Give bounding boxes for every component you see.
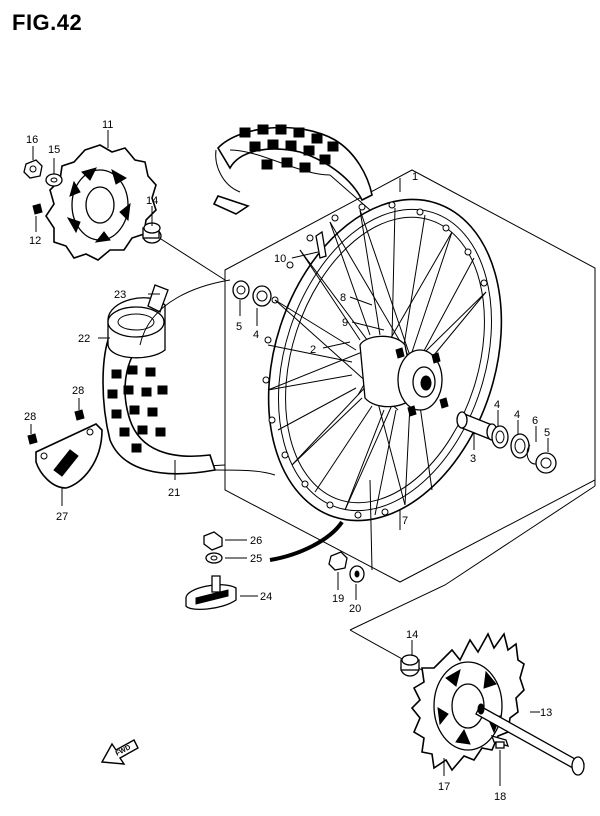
nut-icon: [328, 551, 348, 571]
callout-9: 9: [342, 317, 348, 329]
bolt-icon: [27, 433, 38, 445]
callout-23: 23: [114, 289, 126, 301]
callout-20: 20: [349, 603, 361, 615]
washer-icon: [205, 552, 223, 564]
collar-icon: [400, 654, 420, 677]
rim-lock-line: [269, 520, 344, 562]
valve-icon: [185, 575, 237, 611]
lower-assembly-outline: [349, 485, 596, 631]
callout-12: 12: [29, 235, 41, 247]
callout-21: 21: [168, 487, 180, 499]
bolt-icon: [74, 409, 85, 421]
washer-icon: [349, 565, 365, 583]
nut-icon: [203, 531, 223, 551]
wheel-icon: [262, 198, 503, 522]
leader-line: [291, 251, 319, 259]
leader-line: [149, 231, 226, 281]
callout-18: 18: [494, 791, 506, 803]
callout-24: 24: [260, 591, 272, 603]
callout-15: 15: [48, 144, 60, 156]
bolt-icon: [490, 735, 510, 749]
spacer-icon: [456, 411, 498, 441]
callout-11: 11: [102, 119, 113, 131]
collar-icon: [142, 222, 162, 244]
leader-line: [351, 321, 385, 331]
leader-line: [369, 479, 373, 571]
callout-3: 3: [470, 453, 476, 465]
callout-4: 4: [514, 409, 520, 421]
callout-8: 8: [340, 292, 346, 304]
callout-5: 5: [236, 321, 242, 333]
callout-22: 22: [78, 333, 90, 345]
bearing-icon: [491, 425, 509, 449]
callout-19: 19: [332, 593, 344, 605]
axle-icon: [475, 703, 585, 776]
nipple-icon: [315, 230, 327, 259]
callout-27: 27: [56, 511, 68, 523]
bolt-icon: [32, 203, 43, 215]
callout-17: 17: [438, 781, 450, 793]
callout-4: 4: [494, 399, 500, 411]
callout-1: 1: [412, 171, 418, 183]
forward-arrow-icon: FWD: [100, 739, 139, 765]
disc-guard-icon: [35, 423, 103, 489]
callout-5: 5: [544, 427, 550, 439]
bearing-icon: [252, 285, 272, 307]
callout-16: 16: [26, 134, 38, 146]
callout-10: 10: [274, 253, 286, 265]
figure-title: FIG.42: [12, 10, 83, 35]
nut-icon: [23, 159, 43, 179]
callout-28: 28: [24, 411, 36, 423]
callout-28: 28: [72, 385, 84, 397]
brake-disc-icon: [45, 144, 157, 261]
leader-line: [349, 296, 373, 306]
callout-26: 26: [250, 535, 262, 547]
callout-2: 2: [310, 344, 316, 356]
washer-icon: [45, 173, 63, 187]
sprocket-icon: [410, 632, 525, 772]
callout-14: 14: [146, 195, 158, 207]
callout-4: 4: [253, 329, 259, 341]
callout-14: 14: [406, 629, 418, 641]
callout-6: 6: [532, 415, 538, 427]
tire-icon: [212, 124, 373, 215]
callout-25: 25: [250, 553, 262, 565]
oil-seal-icon: [535, 452, 557, 474]
callout-13: 13: [540, 707, 552, 719]
leader-line: [322, 341, 351, 349]
inner-tube-icon: [102, 279, 276, 476]
callout-7: 7: [402, 515, 408, 527]
bearing-icon: [510, 433, 530, 459]
oil-seal-icon: [232, 280, 250, 300]
circlip-icon: [526, 444, 537, 465]
